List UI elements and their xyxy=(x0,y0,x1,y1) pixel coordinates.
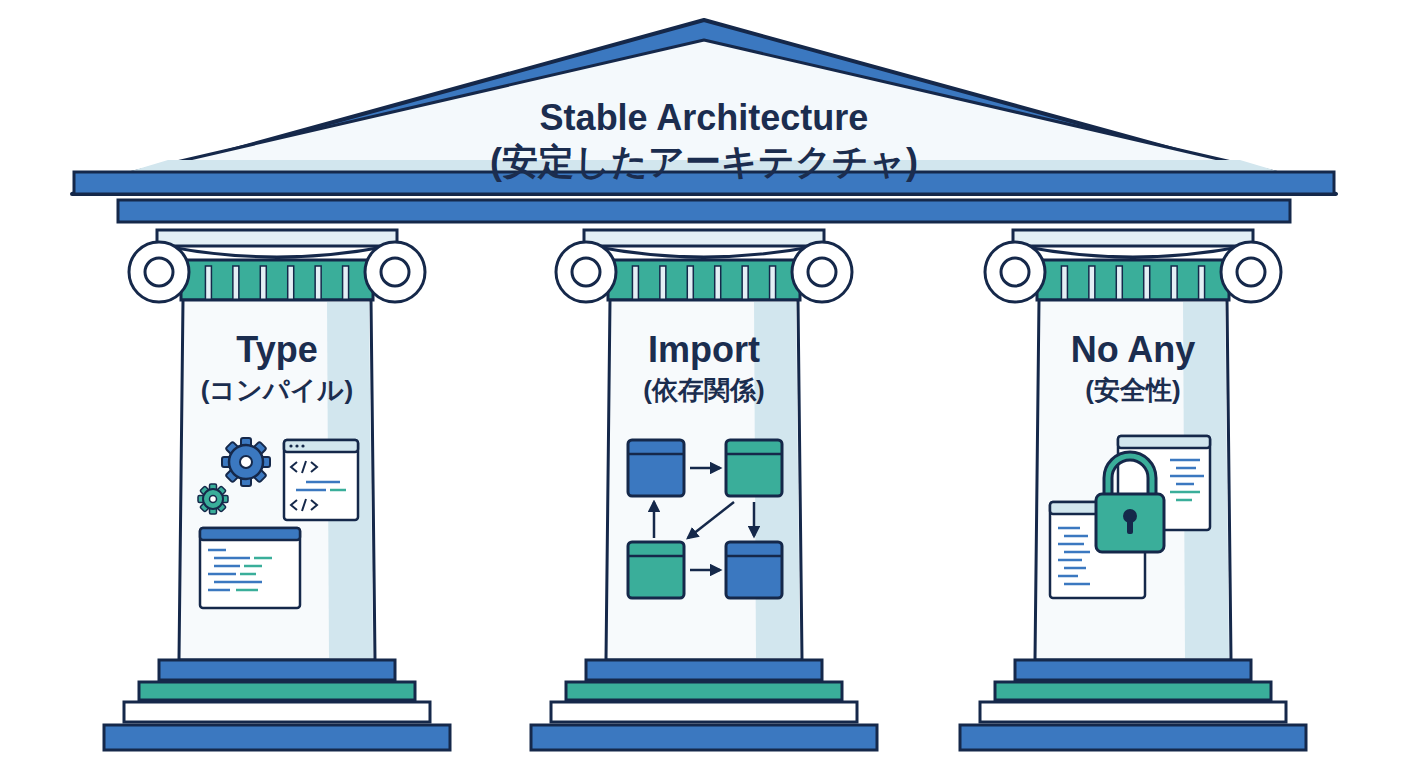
architrave-beam xyxy=(118,200,1290,222)
text-group: Type(コンパイル) xyxy=(102,328,452,408)
capital-groove xyxy=(233,266,239,300)
volute-eye xyxy=(1001,258,1029,286)
text-group: Stable Architecture(安定したアーキテクチャ) xyxy=(72,96,1336,184)
volute-scroll xyxy=(792,242,852,302)
base-step xyxy=(551,702,857,722)
heading-text: Import xyxy=(529,328,879,372)
pillar-node: Type(コンパイル) xyxy=(102,228,452,752)
base-step xyxy=(1015,660,1251,680)
base-step xyxy=(995,682,1271,700)
capital-groove xyxy=(343,266,349,300)
base-step xyxy=(566,682,842,700)
base-step xyxy=(139,682,415,700)
capital-groove xyxy=(1199,266,1205,300)
volute-eye xyxy=(572,258,600,286)
subheading-text: (安定したアーキテクチャ) xyxy=(72,140,1336,184)
capital-echinus xyxy=(165,246,389,260)
base-step xyxy=(104,725,450,750)
capital-band xyxy=(608,258,800,300)
capital-groove xyxy=(770,266,776,300)
base-step xyxy=(159,660,395,680)
pillar-node: Import(依存関係) xyxy=(529,228,879,752)
capital-groove xyxy=(660,266,666,300)
base-step xyxy=(586,660,822,680)
capital-groove xyxy=(632,266,638,300)
volute-scroll xyxy=(129,242,189,302)
base-step xyxy=(531,725,877,750)
capital-band xyxy=(181,258,373,300)
capital-groove xyxy=(715,266,721,300)
volute-eye xyxy=(808,258,836,286)
volute-scroll xyxy=(365,242,425,302)
pediment-outer xyxy=(72,20,1336,194)
pillar-outline xyxy=(958,228,1308,752)
base-step xyxy=(960,725,1306,750)
capital-groove xyxy=(687,266,693,300)
capital-groove xyxy=(315,266,321,300)
text-group: Import(依存関係) xyxy=(529,328,879,408)
heading-text: Type xyxy=(102,328,452,372)
text-group: No Any(安全性) xyxy=(958,328,1308,408)
capital-groove xyxy=(288,266,294,300)
volute-scroll xyxy=(1221,242,1281,302)
pillar-node: No Any(安全性) xyxy=(958,228,1308,752)
capital-groove xyxy=(1061,266,1067,300)
capital-groove xyxy=(1089,266,1095,300)
capital-groove xyxy=(1144,266,1150,300)
pillar-outline xyxy=(102,228,452,752)
volute-eye xyxy=(1237,258,1265,286)
heading-text: Stable Architecture xyxy=(72,96,1336,140)
capital-groove xyxy=(1171,266,1177,300)
capital-echinus xyxy=(592,246,816,260)
base-step xyxy=(124,702,430,722)
capital-slab xyxy=(1013,230,1253,246)
volute-scroll xyxy=(985,242,1045,302)
capital-groove xyxy=(205,266,211,300)
pediment-node: Stable Architecture(安定したアーキテクチャ) xyxy=(72,16,1336,226)
capital-echinus xyxy=(1021,246,1245,260)
subheading-text: (安全性) xyxy=(958,372,1308,408)
volute-scroll xyxy=(556,242,616,302)
capital-groove xyxy=(260,266,266,300)
capital-slab xyxy=(157,230,397,246)
capital-groove xyxy=(1116,266,1122,300)
subheading-text: (依存関係) xyxy=(529,372,879,408)
subheading-text: (コンパイル) xyxy=(102,372,452,408)
column-shade xyxy=(754,302,800,658)
column-shade xyxy=(327,302,373,658)
base-step xyxy=(980,702,1286,722)
capital-slab xyxy=(584,230,824,246)
pillar-outline xyxy=(529,228,879,752)
heading-text: No Any xyxy=(958,328,1308,372)
capital-band xyxy=(1037,258,1229,300)
capital-groove xyxy=(742,266,748,300)
volute-eye xyxy=(381,258,409,286)
volute-eye xyxy=(145,258,173,286)
